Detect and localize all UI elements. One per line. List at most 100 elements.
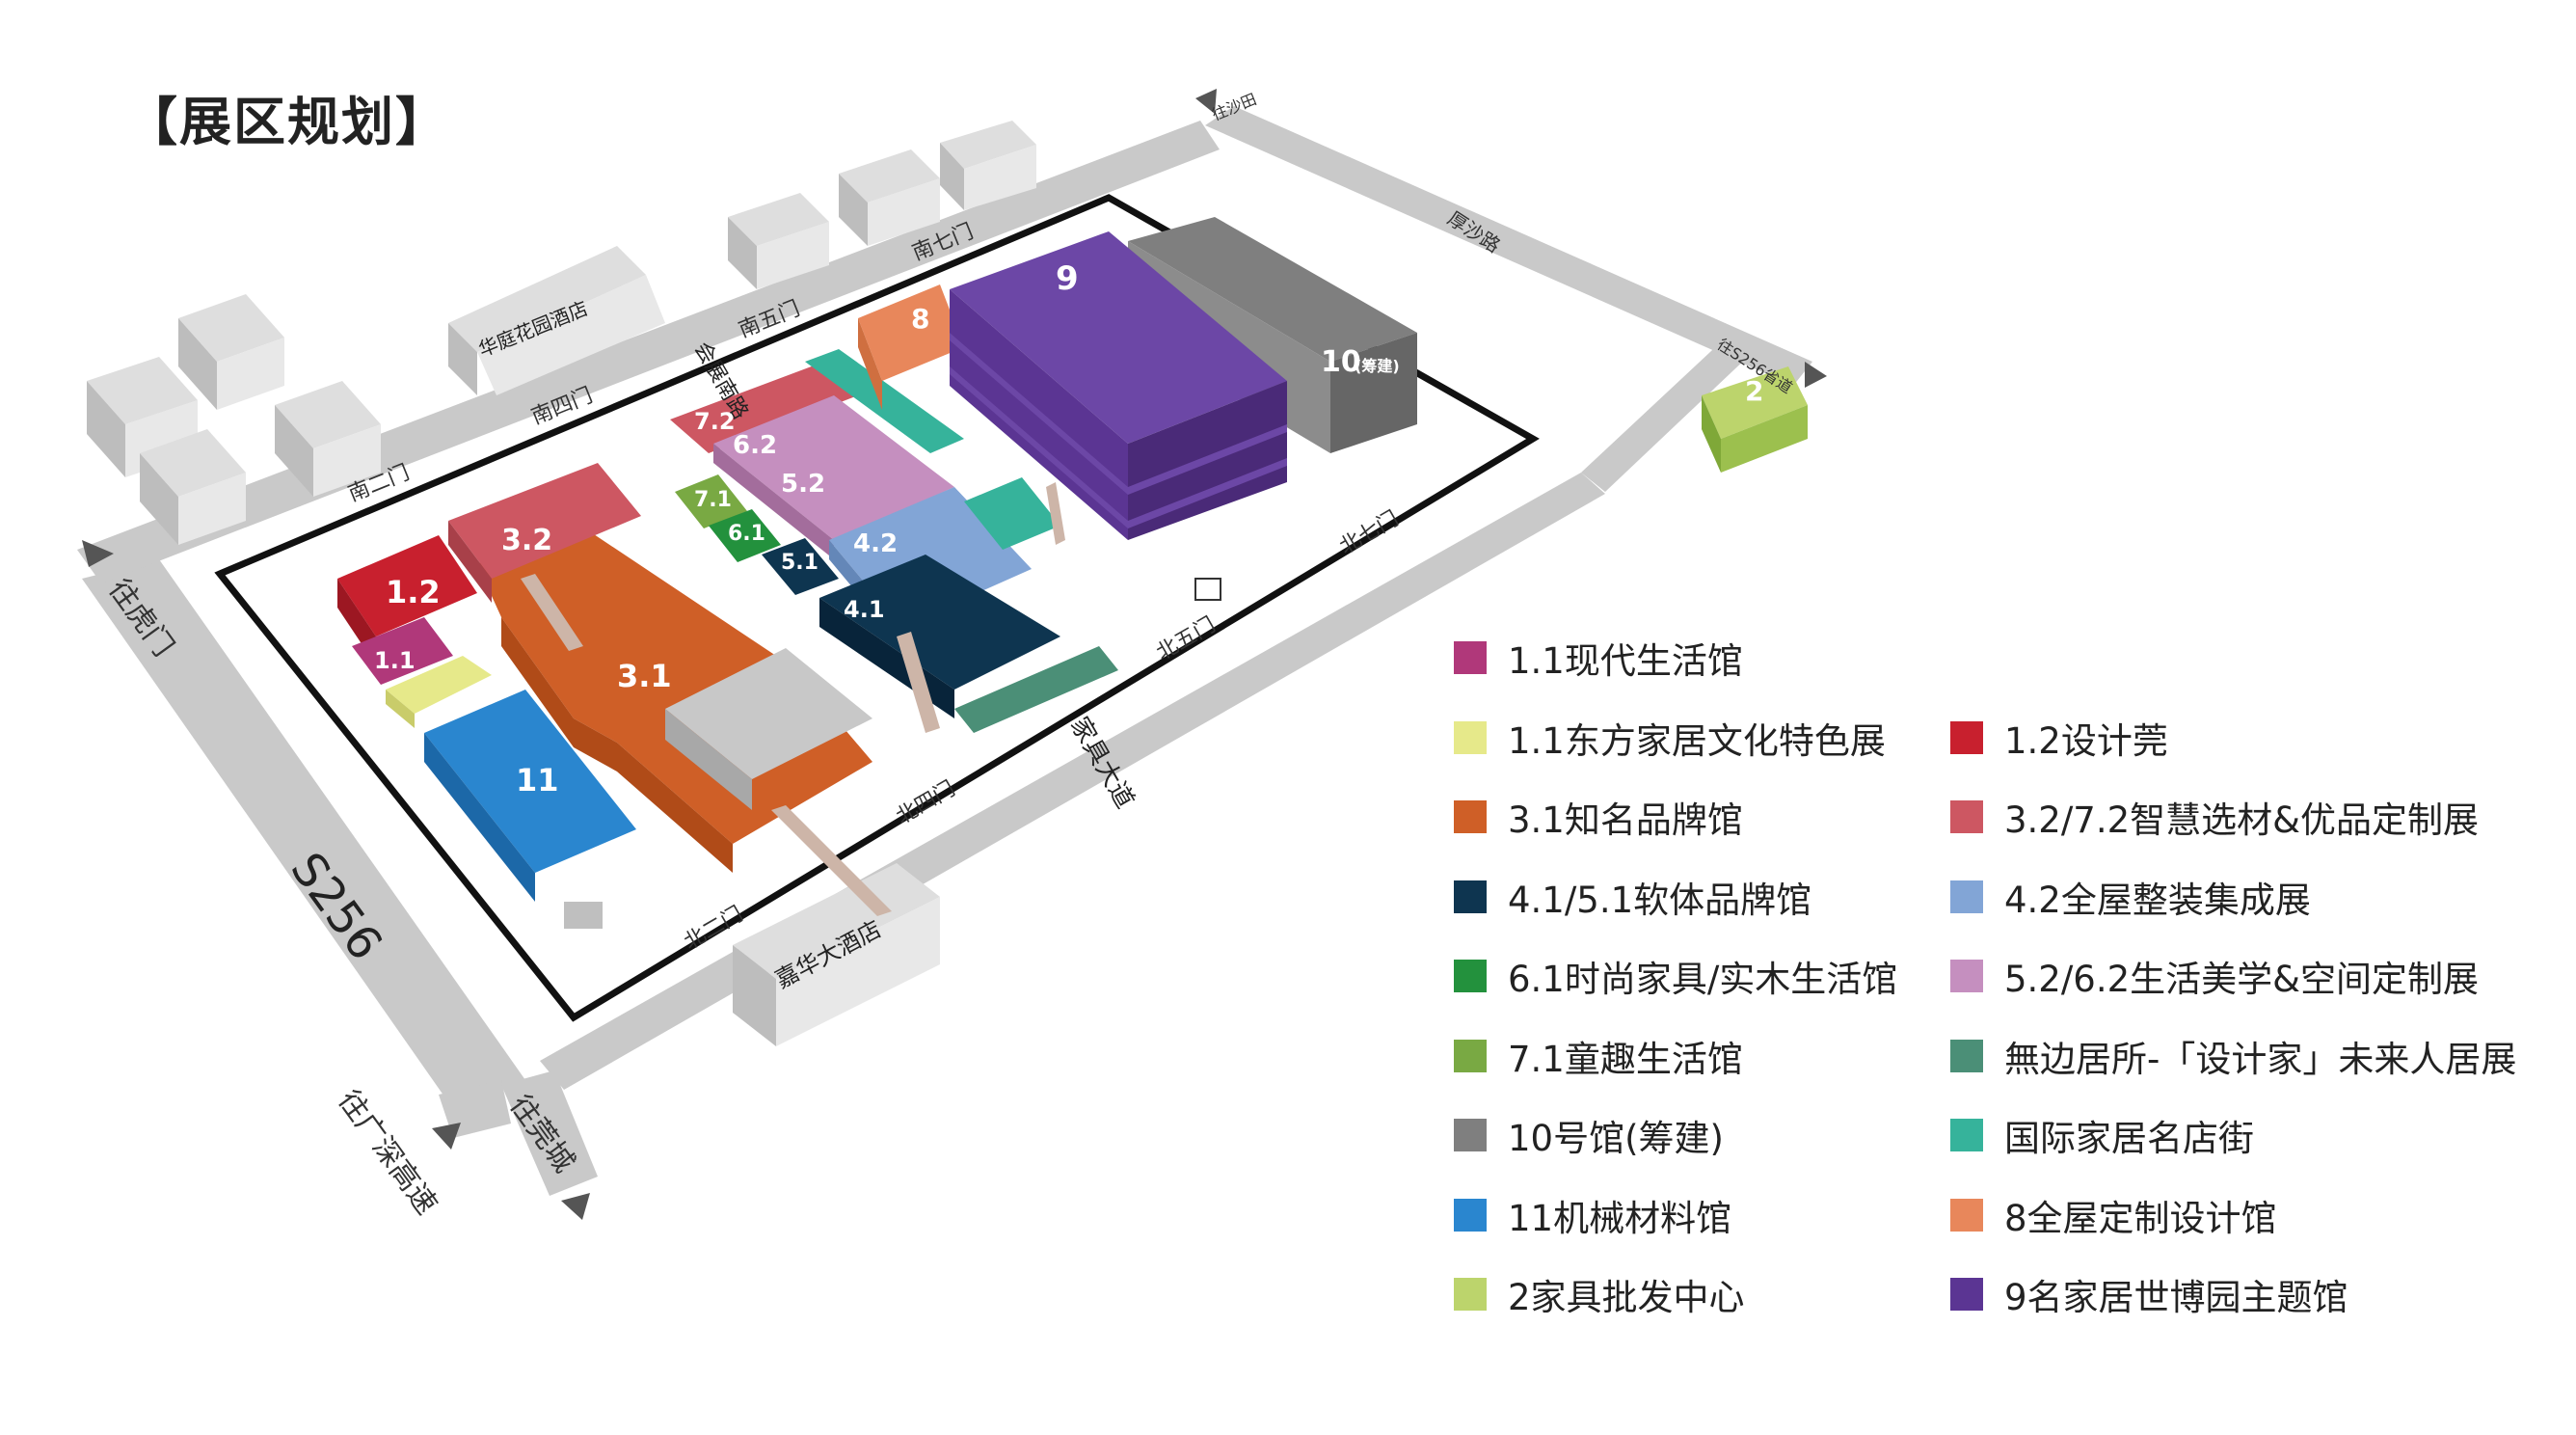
hall-future-living [954,646,1118,733]
legend-label: 1.1东方家居文化特色展 [1508,719,1886,762]
arrow-north [1195,89,1217,114]
legend-swatch [1454,1119,1487,1151]
hall-label-7-2: 7.2 [694,408,736,435]
legend-label: 無边居所-「设计家」未来人居展 [2004,1038,2517,1080]
legend-item: 無边居所-「设计家」未来人居展 [1950,1031,2516,1081]
legend-swatch [1454,800,1487,833]
legend-swatch [1950,800,1983,833]
legend-swatch [1454,720,1487,754]
hall-label-2: 2 [1745,375,1763,407]
arrow-guangshen [432,1123,461,1150]
hall-label-10: 10 [1321,345,1361,379]
legend-label: 9名家居世博园主题馆 [2004,1277,2348,1318]
legend-label: 5.2/6.2生活美学&空间定制展 [2004,959,2480,1000]
page-title: 【展区规划】 [125,92,449,152]
legend-label: 11机械材料馆 [1508,1197,1732,1239]
legend: 1.1现代生活馆 1.1东方家居文化特色展 1.2设计莞 3.1知名品牌馆 3.2/7.… [1454,633,2563,1346]
hall-grey-north [665,648,872,779]
legend-swatch [1454,1278,1487,1311]
hall-3-2 [448,463,641,579]
hall-label-1-1: 1.1 [374,647,416,674]
arrow-guancheng [561,1193,590,1220]
hall-label-10-sub: (筹建) [1355,357,1400,375]
parking-north [1194,578,1221,601]
legend-label: 3.2/7.2智慧选材&优品定制展 [2004,799,2480,841]
hall-label-5-2: 5.2 [781,470,825,499]
legend-label: 7.1童趣生活馆 [1508,1038,1743,1080]
hall-1-2 [337,535,477,636]
building-huating-hotel [448,246,646,352]
legend-swatch [1454,1039,1487,1072]
legend-item: 4.1/5.1软体品牌馆 [1454,872,1811,922]
legend-item: 1.1东方家居文化特色展 [1454,713,1886,763]
hall-label-3-1: 3.1 [617,658,672,694]
legend-swatch [1454,880,1487,913]
legend-label: 4.1/5.1软体品牌馆 [1508,879,1812,921]
connector-bridge-2 [1046,482,1065,545]
hall-label-11: 11 [516,762,559,799]
legend-item: 10号馆(筹建) [1454,1110,1724,1160]
arrow-humen [82,540,114,567]
hall-label-8: 8 [911,303,929,335]
legend-label: 10号馆(筹建) [1508,1118,1724,1159]
building-jiahua-hotel [733,863,940,979]
connector-bridge-3 [897,632,940,733]
hall-label-4-1: 4.1 [844,596,885,623]
legend-swatch [1950,1198,1983,1232]
legend-swatch [1454,641,1487,674]
legend-item: 11机械材料馆 [1454,1190,1731,1240]
legend-swatch [1950,1039,1983,1072]
gate-north5: 北五门 [1153,613,1221,666]
road-east [1581,338,1750,492]
legend-swatch [1950,720,1983,754]
legend-swatch [1950,1119,1983,1151]
legend-item: 5.2/6.2生活美学&空间定制展 [1950,951,2479,1001]
legend-item: 7.1童趣生活馆 [1454,1031,1743,1081]
arrow-east [1805,362,1827,388]
hall-label-9: 9 [1056,259,1079,298]
hall-2 [1702,366,1808,439]
legend-label: 1.2设计莞 [2004,719,2168,762]
hall-10 [1128,217,1417,362]
legend-item: 8全屋定制设计馆 [1950,1190,2277,1240]
legend-label: 8全屋定制设计馆 [2004,1197,2277,1239]
hall-labels: 1.2 1.1 3.2 3.1 11 7.2 6.2 5.2 7.1 6.1 5… [374,259,1763,799]
legend-item: 3.1知名品牌馆 [1454,792,1743,842]
legend-label: 2家具批发中心 [1508,1277,1745,1318]
legend-label: 国际家居名店街 [2004,1118,2254,1159]
legend-item: 3.2/7.2智慧选材&优品定制展 [1950,792,2479,842]
legend-label: 4.2全屋整装集成展 [2004,879,2311,921]
hall-7-1 [675,474,747,528]
legend-label: 6.1时尚家具/实木生活馆 [1508,959,1898,1000]
connector-bridge-1 [521,574,583,651]
hall-6-1 [709,509,781,562]
hall-label-6-1: 6.1 [728,522,765,546]
legend-swatch [1950,1278,1983,1311]
gate-north7: 北七门 [1336,507,1404,560]
hall-7-2 [670,362,858,453]
neighbour-buildings [87,121,1036,1046]
hall-1-1-culture [386,656,492,714]
road-s256 [82,559,525,1109]
site-boundary [214,194,1540,1022]
legend-item: 1.1现代生活馆 [1454,633,1743,683]
legend-item: 4.2全屋整装集成展 [1950,872,2311,922]
hall-label-4-2: 4.2 [853,529,898,558]
hall-5-1 [762,538,839,595]
road-guancheng [501,1070,598,1196]
hall-1-1 [352,617,453,685]
hall-11 [424,690,636,873]
hall-label-6-2: 6.2 [733,431,777,460]
halls [337,217,1808,929]
legend-swatch [1454,1198,1487,1232]
hall-intl-street-2 [964,477,1060,550]
legend-swatch [1950,880,1983,913]
legend-label: 1.1现代生活馆 [1508,640,1743,682]
hall-9 [950,231,1287,444]
legend-item: 9名家居世博园主题馆 [1950,1269,2348,1319]
hall-4-1 [819,555,1060,690]
legend-label: 3.1知名品牌馆 [1508,799,1743,841]
legend-swatch [1454,960,1487,992]
legend-item: 国际家居名店街 [1950,1110,2254,1160]
